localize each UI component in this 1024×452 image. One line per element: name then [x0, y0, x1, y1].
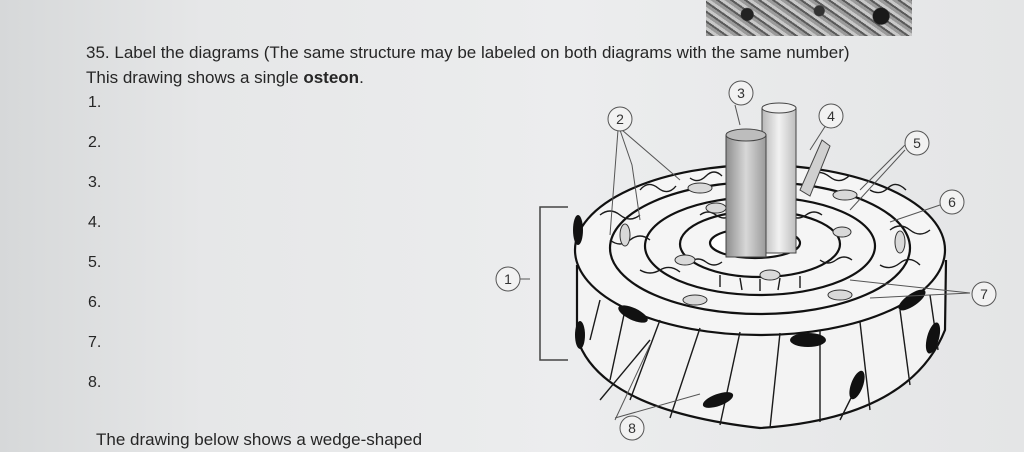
question-number: 35. — [86, 43, 110, 62]
answer-line-8: 8. — [88, 374, 102, 391]
callout-5-label: 5 — [913, 135, 921, 151]
central-canal-vessels — [725, 102, 831, 258]
answer-line-1: 1. — [88, 94, 102, 111]
lamellae-lines — [599, 171, 931, 291]
intro-suffix: . — [359, 68, 364, 87]
callout-3-label: 3 — [737, 85, 745, 101]
intro-sentence: This drawing shows a single osteon. — [86, 68, 364, 88]
photo-strip-image — [706, 0, 912, 36]
callout-2: 2 — [607, 106, 633, 132]
callout-6-label: 6 — [948, 194, 956, 210]
callout-5: 5 — [904, 130, 930, 156]
answer-line-7: 7. — [88, 334, 102, 351]
callout-1-label: 1 — [504, 271, 512, 287]
callout-6: 6 — [939, 189, 965, 215]
question-heading: 35. Label the diagrams (The same structu… — [86, 43, 850, 63]
intro-prefix: This drawing shows a single — [86, 68, 304, 87]
footer-text: The drawing below shows a wedge-shaped — [96, 430, 423, 449]
intro-bold-word: osteon — [303, 68, 360, 87]
answer-line-3: 3. — [88, 174, 102, 191]
answer-line-6: 6. — [88, 294, 102, 311]
callout-8: 8 — [619, 415, 645, 441]
callout-1: 1 — [495, 266, 521, 292]
callout-4: 4 — [818, 103, 844, 129]
osteocytes — [619, 182, 906, 306]
question-text: Label the diagrams (The same structure m… — [114, 43, 850, 62]
lacunae — [573, 215, 941, 408]
leader-lines — [516, 104, 971, 421]
bracket-1 — [539, 206, 568, 361]
callout-8-label: 8 — [628, 420, 636, 436]
answer-line-5: 5. — [88, 254, 102, 271]
callout-7-label: 7 — [980, 286, 988, 302]
answer-line-4: 4. — [88, 214, 102, 231]
callout-2-label: 2 — [616, 111, 624, 127]
callout-3: 3 — [728, 80, 754, 106]
answer-line-2: 2. — [88, 134, 102, 151]
callout-4-label: 4 — [827, 108, 835, 124]
callout-7: 7 — [971, 281, 997, 307]
